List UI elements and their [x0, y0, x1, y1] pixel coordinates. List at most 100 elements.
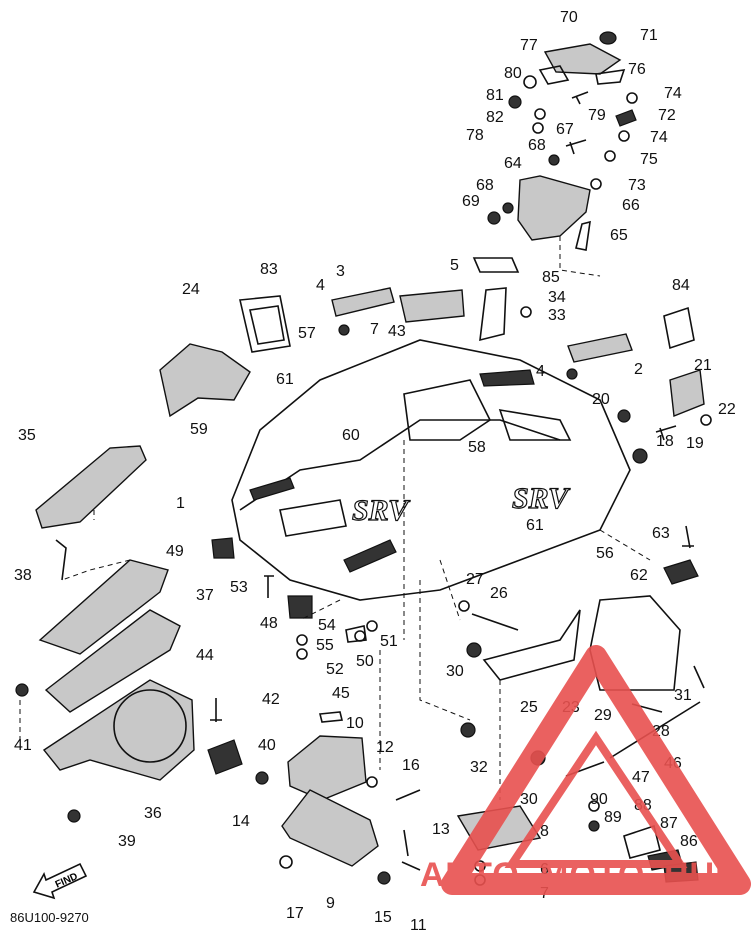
callout-9: 9 — [326, 895, 335, 912]
nut-69 — [487, 211, 501, 225]
callout-50: 50 — [356, 653, 374, 670]
callout-72: 72 — [658, 107, 676, 124]
watermark: AUTO MOTO HUB — [420, 645, 751, 895]
washer-89 — [588, 800, 600, 812]
callout-16: 16 — [402, 757, 420, 774]
callout-76: 76 — [628, 61, 646, 78]
callout-87: 87 — [660, 815, 678, 832]
washer-82 — [534, 108, 546, 120]
nut-90 — [588, 820, 600, 832]
bolt-39 — [67, 809, 81, 823]
bushing-20 — [617, 409, 631, 423]
callout-84: 84 — [672, 277, 690, 294]
bolt-26 — [471, 613, 519, 631]
callout-18: 18 — [656, 433, 674, 450]
washer-27 — [458, 600, 470, 612]
callout-52: 52 — [326, 661, 344, 678]
decal-stripe-left — [249, 477, 295, 501]
callout-62: 62 — [630, 567, 648, 584]
nut-68b — [502, 202, 514, 214]
knob-71 — [599, 31, 617, 45]
bolt-38 — [55, 539, 67, 581]
callout-51: 51 — [380, 633, 398, 650]
callout-33: 33 — [548, 307, 566, 324]
callout-69: 69 — [462, 193, 480, 210]
washer-55 — [296, 648, 308, 660]
find-arrow-icon — [32, 862, 88, 900]
callout-19: 19 — [686, 435, 704, 452]
callout-34: 34 — [548, 289, 566, 306]
hood-1 — [231, 339, 631, 601]
callout-64: 64 — [504, 155, 522, 172]
callout-73: 73 — [628, 177, 646, 194]
washer-12 — [366, 776, 378, 788]
callout-20: 20 — [592, 391, 610, 408]
callout-80: 80 — [504, 65, 522, 82]
callout-30: 30 — [446, 663, 464, 680]
callout-43: 43 — [388, 323, 406, 340]
assembly-lines — [19, 236, 651, 800]
bracket-9 — [281, 789, 379, 867]
tray-10 — [287, 735, 367, 801]
callout-82: 82 — [486, 109, 504, 126]
washer-78 — [532, 122, 544, 134]
callout-71: 71 — [640, 27, 658, 44]
washer-75 — [604, 150, 616, 162]
bolt-31 — [693, 665, 705, 689]
callout-40: 40 — [258, 737, 276, 754]
bolt-42 — [210, 698, 222, 722]
callout-83: 83 — [260, 261, 278, 278]
hood-vent-right — [498, 408, 572, 441]
grommet-41 — [15, 683, 29, 697]
callout-8: 8 — [540, 823, 549, 840]
callout-30: 30 — [520, 791, 538, 808]
grip-5 — [399, 289, 465, 323]
callout-13: 13 — [432, 821, 450, 838]
callout-25: 25 — [520, 699, 538, 716]
vent-34 — [479, 287, 507, 342]
callout-53: 53 — [230, 579, 248, 596]
damper-62 — [663, 559, 699, 585]
bolt-11 — [401, 861, 421, 871]
callout-41: 41 — [14, 737, 32, 754]
washer-17 — [279, 855, 293, 869]
callout-4: 4 — [316, 277, 325, 294]
callout-74: 74 — [664, 85, 682, 102]
srv-logo-right: SRV — [512, 482, 571, 515]
callout-22: 22 — [718, 401, 736, 418]
callout-10: 10 — [346, 715, 364, 732]
bolt-63 — [682, 525, 694, 549]
washer-50 — [354, 630, 366, 642]
bracket-70 — [543, 43, 622, 75]
decal-85 — [472, 257, 520, 273]
callout-6: 6 — [540, 861, 549, 878]
callout-59: 59 — [190, 421, 208, 438]
washer-22 — [700, 414, 712, 426]
callout-79: 79 — [588, 107, 606, 124]
clip-72 — [615, 109, 637, 127]
bolt-79 — [571, 91, 589, 105]
nut-68a — [548, 154, 560, 166]
hood-crease — [239, 419, 561, 511]
callout-55: 55 — [316, 637, 334, 654]
grip-2 — [567, 333, 633, 363]
bushing-18 — [632, 448, 648, 464]
callout-65: 65 — [610, 227, 628, 244]
bolt-19 — [655, 425, 677, 441]
hood-vent-left — [279, 499, 347, 537]
callout-60: 60 — [342, 427, 360, 444]
callout-61: 61 — [276, 371, 294, 388]
mount-64 — [517, 175, 591, 241]
washer-74a — [626, 92, 638, 104]
callout-5: 5 — [450, 257, 459, 274]
bolt-53 — [264, 575, 274, 598]
callout-2: 2 — [634, 361, 643, 378]
callout-58: 58 — [468, 439, 486, 456]
plate-76 — [595, 69, 626, 85]
bushing-32 — [460, 722, 476, 738]
plate-84 — [663, 306, 695, 350]
callout-35: 35 — [18, 427, 36, 444]
bolt-65 — [575, 220, 591, 251]
callout-4: 4 — [536, 363, 545, 380]
